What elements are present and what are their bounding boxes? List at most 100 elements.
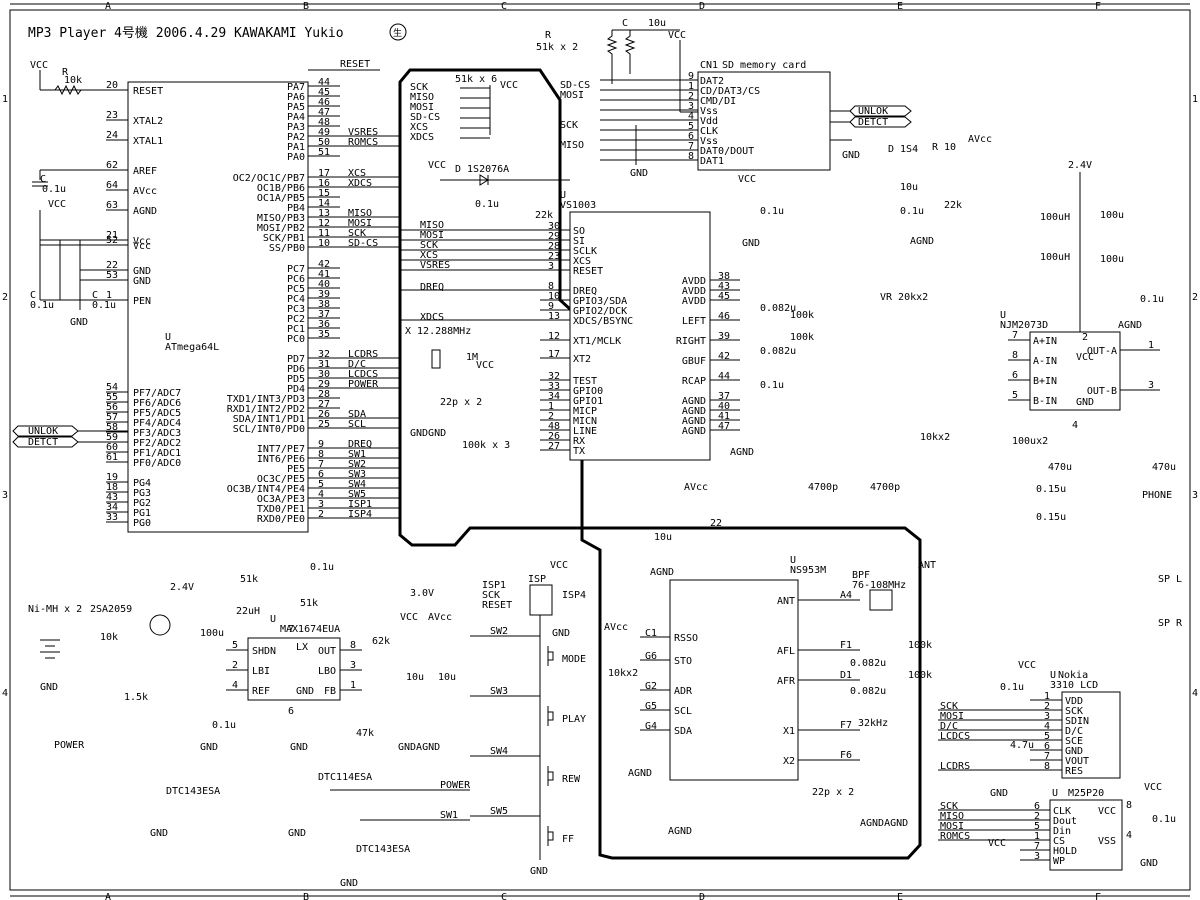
codec-left-pin-number: 28 [548,241,560,252]
switch-button-icon[interactable] [547,711,554,721]
isp-gnd: GND [552,628,570,639]
lcd-pin-number: 8 [1044,761,1050,772]
mcu-left-pin-number: 22 [106,260,118,271]
lcd-gnd: GND [990,788,1008,799]
mcu-left-pin-name: PF3/ADC3 [133,428,181,439]
mcu-right-pin-net: SW1 [348,449,366,460]
bus-net-sck: SCK [420,240,438,251]
codec-left-pin-number: 27 [548,441,560,452]
author-seal-glyph-icon: 生 [393,27,402,39]
switch-button-icon[interactable] [547,651,554,661]
switch-gnd: GND [530,866,548,877]
mcu-right-pin-number: 32 [318,349,330,360]
codec-right-pin-number: 39 [718,331,730,342]
codec-left-pin-number: 48 [548,421,560,432]
sd-pin-name: CLK [700,126,718,137]
mcu-right-pin-number: 42 [318,259,330,270]
mcu-right-pin-number: 36 [318,319,330,330]
radio-right-pin-number: D1 [840,670,852,681]
amp-part: NJM2073D [1000,320,1048,331]
reset-resistor-value: 10k [64,75,82,86]
mcu-left-pin-name: GND [133,266,151,277]
amp-pin-name: B+IN [1033,376,1057,387]
mcu-right-pin-number: 11 [318,228,330,239]
amp-24v: 2.4V [1068,160,1092,171]
switch-net-label: SW4 [490,746,508,757]
mcu-left-pin-name: PG1 [133,508,151,519]
codec-right-pin-name: RIGHT [676,336,706,347]
bus-net-miso: MISO [420,220,444,231]
lcd-pin-name: VOUT [1065,756,1089,767]
aref-cap-label: C [40,174,46,185]
codec-left-pin-name: SI [573,236,585,247]
codec-left-pin-number: 33 [548,381,560,392]
regulator-ref: U [270,614,276,625]
battery-gnd: GND [40,682,58,693]
grid-col-b-top: B [303,1,309,12]
radio-r100k-2: 100k [908,670,932,681]
sd-pin-name: DAT0/DOUT [700,146,754,157]
mcu-left-pin-name: GND [133,276,151,287]
amp-c015u-2: 0.15u [1036,512,1066,523]
codec-right-pin-name: AGND [682,426,706,437]
mcu-right-pin-name: PA2 [287,132,305,143]
regulator-pin-number: 7 [288,624,294,635]
codec-right-pin-number: 37 [718,391,730,402]
mcu-right-pin-number: 17 [318,168,330,179]
codec-left-pin-name: DREQ [573,286,597,297]
codec-cap-0082u-1: 0.082u [760,303,796,314]
sd-gnd2-label: GND [842,150,860,161]
codec-left-pin-number: 30 [548,221,560,232]
codec-left-pin-number: 12 [548,331,560,342]
amp-r10kx2: 10kx2 [920,432,950,443]
mcu-right-pin-number: 38 [318,299,330,310]
detct-flag-left [12,436,79,448]
sd-pin-name: CD/DAT3/CS [700,86,760,97]
switch-button-icon[interactable] [547,831,554,841]
regulator-pin-name: OUT [318,646,336,657]
sd-pin-name: Vss [700,106,718,117]
radio-bpf-range: 76-108MHz [852,580,906,591]
grid-col-d-bot: D [699,892,705,900]
isp-net-3: RESET [482,600,512,611]
mcu-right-pin-net: SCK [348,228,366,239]
power-24v: 2.4V [170,582,194,593]
amp-pin-number: 3 [1148,380,1154,391]
flash-gnd: GND [1140,858,1158,869]
mcu-right-pin-number: 8 [318,449,324,460]
amp-vr: VR 20kx2 [880,292,928,303]
grid-col-f-top: F [1095,1,1101,12]
radio-r22: 22 [710,518,722,529]
amp-pin-number: 6 [1012,370,1018,381]
regulator-pin-name: LBI [252,666,270,677]
codec-left-pin-name: MICN [573,416,597,427]
switch-button-icon[interactable] [547,771,554,781]
mcu-right-pin-name: PA0 [287,152,305,163]
mcu-right-pin-number: 28 [318,389,330,400]
power-r51k-2: 51k [300,598,318,609]
flash-pin-name: VSS [1098,836,1116,847]
mcu-right-pin-name: PA6 [287,92,305,103]
mcu-right-pin-net: MOSI [348,218,372,229]
regulator-pin-number: 4 [232,680,238,691]
sd-pin-number: 7 [688,141,694,152]
radio-left-pin-number: G4 [645,721,657,732]
flash-pin-name: Din [1053,826,1071,837]
codec-left-pin-name: XDCS/BSYNC [573,316,633,327]
mcu-right-pin-name: MOSI/PB2 [257,223,305,234]
radio-left-pin-name: RSSO [674,633,698,644]
codec-left-pin-number: 32 [548,371,560,382]
lcd-pin-net: D/C [940,721,958,732]
mcu-right-pin-number: 46 [318,97,330,108]
amp-diode2: D 1S4 [888,144,918,155]
codec-right-pin-name: LEFT [682,316,706,327]
amp-njm2073d: U NJM2073D 7A+IN8A-IN6B+IN5B-INVCC2GND41… [808,134,1183,629]
mcu-right-pin-number: 47 [318,107,330,118]
drawing-frame [9,9,1191,891]
mcu-left-pin-number: 55 [106,392,118,403]
sd-pin-number: 6 [688,131,694,142]
mcu-left-pin-number: 60 [106,442,118,453]
